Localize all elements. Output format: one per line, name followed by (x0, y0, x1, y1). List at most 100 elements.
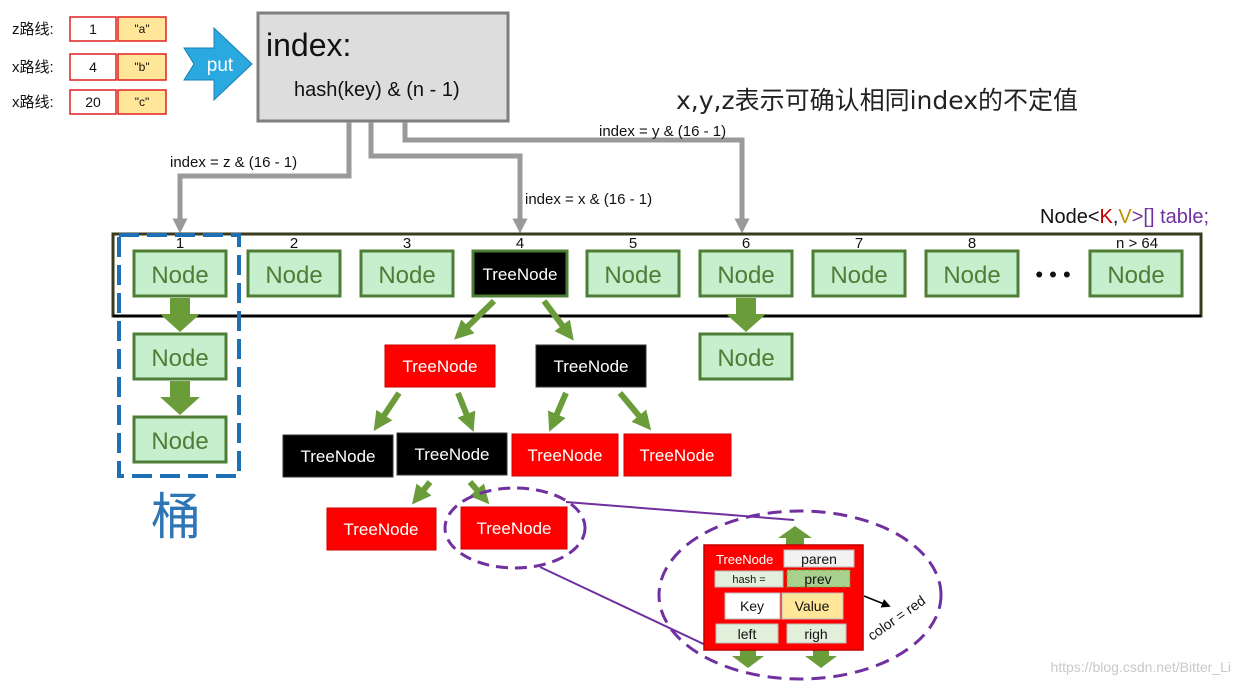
chain-node-label: Node (151, 345, 208, 372)
tree-node-red (623, 433, 732, 477)
chain-node-label: Node (717, 345, 774, 372)
detail-field (714, 570, 784, 588)
slot-number: 7 (855, 235, 863, 252)
chain-node-label: Node (151, 428, 208, 455)
route-label: x路线: (12, 94, 54, 111)
tree-node-label: TreeNode (344, 520, 419, 539)
slot-number: 3 (403, 235, 411, 252)
route-key-cell (117, 89, 167, 115)
tree-node-black (396, 432, 508, 476)
slot-node-box (359, 249, 455, 298)
detail-field (786, 623, 847, 644)
tree-node-label: TreeNode (640, 446, 715, 465)
ellipsis: • • • (1035, 262, 1070, 287)
tree-arrows (373, 298, 652, 505)
slot-treenode-box (471, 249, 569, 298)
route-key-cell (117, 16, 167, 42)
tree-node-red (511, 433, 619, 477)
detail-field (715, 623, 779, 644)
slot-node-box (1088, 249, 1184, 298)
detail-field (724, 592, 781, 620)
route-key-cell (117, 53, 167, 81)
route-value: 4 (89, 59, 97, 75)
slot-node-box (246, 249, 342, 298)
chain-node-box (132, 415, 228, 464)
watermark: https://blog.csdn.net/Bitter_Li (1050, 659, 1231, 675)
detail-key: Key (740, 598, 764, 614)
bucket-outline (117, 233, 241, 478)
focus-ellipse (443, 486, 587, 570)
route-value-cell (69, 89, 117, 115)
tree-node-label: TreeNode (477, 519, 552, 538)
path-label-y: index = y & (16 - 1) (599, 123, 726, 140)
route-value-cell (69, 16, 117, 42)
slot-node-box (698, 249, 794, 298)
route-value: 1 (89, 21, 97, 37)
tree-node-red (326, 507, 437, 551)
slot-nodes: Node Node Node TreeNode Node Node Node N… (132, 249, 1184, 298)
slot-node-label: Node (943, 262, 1000, 289)
tree-node-black (535, 344, 647, 388)
bucket-label: 桶 (151, 488, 201, 546)
put-arrow: put (183, 26, 253, 102)
tree-node-label: TreeNode (528, 446, 603, 465)
detail-left: left (738, 626, 757, 642)
index-formula: hash(key) & (n - 1) (294, 79, 460, 101)
slot-node-box (132, 249, 228, 298)
chain-arrows (160, 298, 766, 415)
detail-right: righ (804, 626, 827, 642)
slot-node-label: Node (604, 262, 661, 289)
detail-value: Value (795, 598, 830, 614)
route-value-cell (69, 53, 117, 81)
slot-number: 2 (290, 235, 298, 252)
detail-prev: prev (804, 571, 831, 587)
tree-node-red (460, 506, 568, 550)
tree-node-label: TreeNode (554, 357, 629, 376)
tree-node-red (384, 344, 496, 388)
slot-node-box (585, 249, 681, 298)
detail-field (786, 569, 851, 588)
tree-node-black (282, 434, 394, 478)
slot-node-label: Node (1107, 262, 1164, 289)
table-label: Node<K,V>[] table; (1040, 206, 1209, 228)
detail-title: TreeNode (716, 552, 773, 567)
tree-node-label: TreeNode (301, 447, 376, 466)
route-key: "b" (134, 60, 149, 74)
detail-field (781, 592, 844, 620)
slot-numbers: 1 2 3 4 5 6 7 8 n > 64 (176, 235, 1158, 252)
slot-number: 6 (742, 235, 750, 252)
slot-node-label: TreeNode (483, 265, 558, 284)
slot-number: n > 64 (1116, 235, 1158, 252)
slot-node-label: Node (717, 262, 774, 289)
route-value: 20 (85, 94, 101, 110)
detail-hash: hash = (732, 574, 765, 586)
route-label: x路线: (12, 59, 54, 76)
slot-number: 1 (176, 235, 184, 252)
tree-node-label: TreeNode (415, 445, 490, 464)
tree-nodes: TreeNode TreeNode TreeNode TreeNode Tree… (282, 344, 732, 551)
chain-node-box (698, 332, 794, 381)
tree-node-label: TreeNode (403, 357, 478, 376)
route-table: z路线: x路线: x路线: 1 "a" 4 "b" 20 "c" (12, 16, 167, 115)
slot-node-label: Node (378, 262, 435, 289)
chain-node-box (132, 332, 228, 381)
treenode-detail: TreeNode paren hash = prev Key Value lef… (703, 526, 928, 668)
detail-ellipse (657, 509, 943, 681)
gray-routing-arrows (172, 122, 750, 234)
slot-node-label: Node (265, 262, 322, 289)
slot-node-label: Node (151, 262, 208, 289)
slot-number: 5 (629, 235, 637, 252)
detail-field (783, 549, 855, 568)
slot-number: 4 (516, 235, 524, 252)
put-label: put (207, 55, 234, 76)
index-title: index: (266, 27, 351, 63)
route-key: "a" (134, 22, 149, 36)
slot-node-box (924, 249, 1020, 298)
detail-parent: paren (801, 551, 837, 567)
path-label-x: index = x & (16 - 1) (525, 191, 652, 208)
slot-node-box (811, 249, 907, 298)
route-label: z路线: (12, 21, 54, 38)
slot-node-label: Node (830, 262, 887, 289)
slot-number: 8 (968, 235, 976, 252)
